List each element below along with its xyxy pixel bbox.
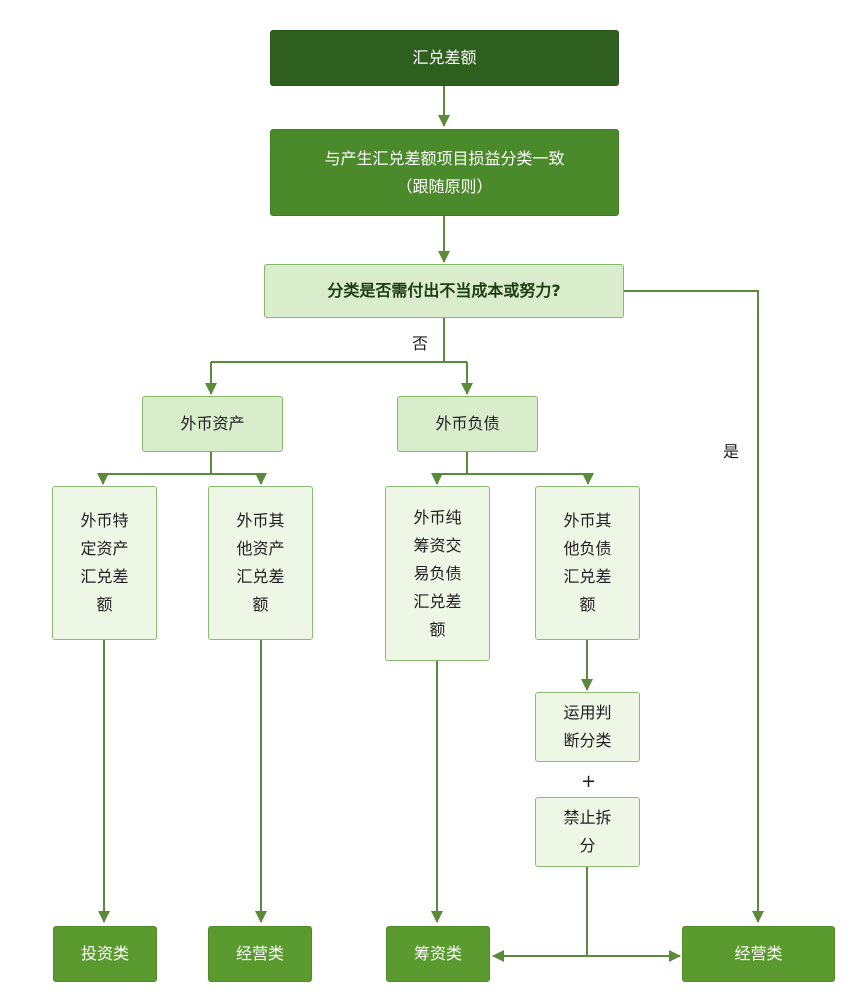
other-liab-label: 外币其他负债汇兑差额 bbox=[563, 511, 612, 614]
fc-liabilities-label: 外币负债 bbox=[435, 414, 500, 433]
specific-assets-node: 外币特定资产汇兑差额 bbox=[52, 486, 157, 640]
no-split-node: 禁止拆分 bbox=[535, 797, 640, 867]
out-operating-label-2: 经营类 bbox=[734, 944, 783, 963]
other-assets-node: 外币其他资产汇兑差额 bbox=[208, 486, 313, 640]
edge-liab-split bbox=[437, 452, 588, 475]
edge-assets-split bbox=[103, 452, 261, 475]
out-operating-label-1: 经营类 bbox=[235, 944, 284, 963]
fc-assets-label: 外币资产 bbox=[180, 414, 245, 433]
out-financing-label: 筹资类 bbox=[413, 944, 462, 963]
edge-label-yes: 是 bbox=[723, 442, 740, 461]
no-split-label: 禁止拆分 bbox=[563, 808, 612, 855]
question-label: 分类是否需付出不当成本或努力? bbox=[327, 281, 561, 300]
principle-node: 与产生汇兑差额项目损益分类一致（跟随原则） bbox=[270, 129, 619, 216]
out-investing-label: 投资类 bbox=[80, 944, 129, 963]
edge-question-yes bbox=[624, 290, 764, 923]
fc-liabilities-node: 外币负债 bbox=[397, 396, 538, 452]
out-operating-node-2: 经营类 bbox=[682, 926, 835, 982]
financing-liab-node: 外币纯筹资交易负债汇兑差额 bbox=[385, 486, 490, 661]
other-assets-label: 外币其他资产汇兑差额 bbox=[236, 511, 285, 614]
root-node: 汇兑差额 bbox=[270, 30, 619, 86]
out-investing-node: 投资类 bbox=[53, 926, 157, 982]
question-node: 分类是否需付出不当成本或努力? bbox=[264, 264, 624, 318]
fc-assets-node: 外币资产 bbox=[142, 396, 283, 452]
judgment-node: 运用判断分类 bbox=[535, 692, 640, 762]
specific-assets-label: 外币特定资产汇兑差额 bbox=[80, 511, 129, 614]
edge-label-no: 否 bbox=[412, 334, 429, 353]
plus-sign: + bbox=[581, 771, 597, 792]
principle-label: 与产生汇兑差额项目损益分类一致（跟随原则） bbox=[324, 148, 565, 196]
financing-liab-label: 外币纯筹资交易负债汇兑差额 bbox=[413, 507, 462, 639]
out-financing-node: 筹资类 bbox=[386, 926, 490, 982]
other-liab-node: 外币其他负债汇兑差额 bbox=[535, 486, 640, 640]
root-label: 汇兑差额 bbox=[412, 48, 477, 67]
out-operating-node-1: 经营类 bbox=[208, 926, 312, 982]
judgment-label: 运用判断分类 bbox=[563, 703, 612, 750]
